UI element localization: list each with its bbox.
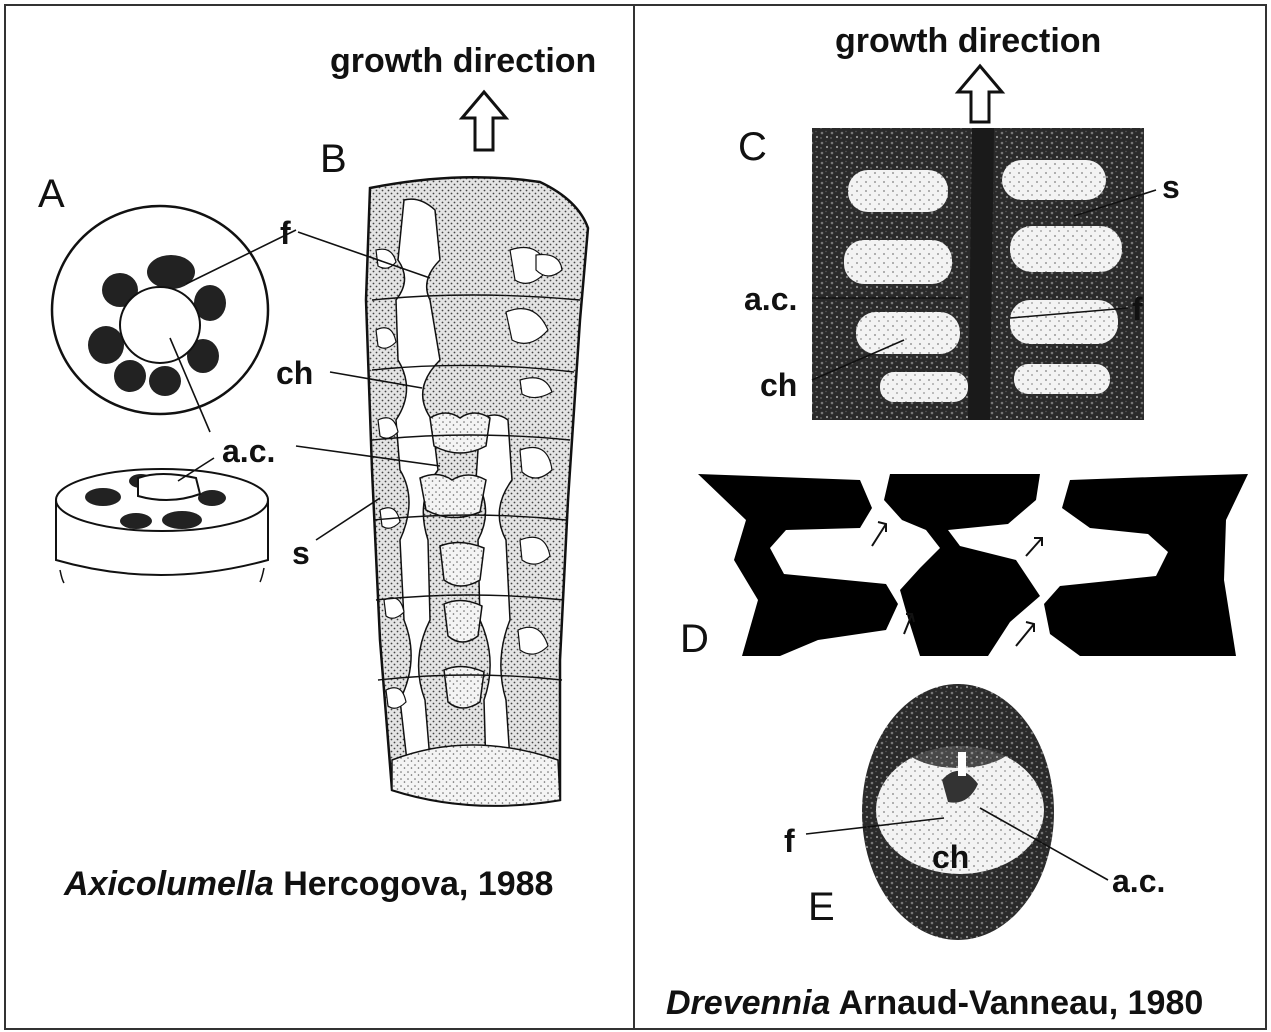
left-panel: growth direction A <box>38 42 596 903</box>
left-caption: Axicolumella Hercogova, 1988 <box>63 865 553 903</box>
foramen-arrow-icon <box>872 522 886 546</box>
panel-b-longitudinal-section <box>366 177 588 805</box>
left-growth-arrow-icon <box>462 92 506 150</box>
label-ac-e: a.c. <box>1112 863 1165 899</box>
label-ac-c: a.c. <box>744 281 797 317</box>
right-panel: growth direction C s a.c. f ch <box>666 22 1248 1022</box>
panel-a-top-view <box>52 206 268 414</box>
panel-e-transverse-section <box>862 684 1054 940</box>
right-caption: Drevennia Arnaud-Vanneau, 1980 <box>666 984 1203 1022</box>
foramen-arrow-icon <box>1016 622 1034 646</box>
foramen-arrow-icon <box>1026 538 1042 556</box>
label-ac-left: a.c. <box>222 433 275 469</box>
panel-letter-d: D <box>680 617 709 661</box>
left-growth-direction-label: growth direction <box>330 42 596 80</box>
label-f-c: f <box>1132 291 1143 327</box>
label-ch-e: ch <box>932 839 969 875</box>
panel-d-silhouette <box>698 474 1248 656</box>
panel-letter-a: A <box>38 172 65 216</box>
label-ch-c: ch <box>760 367 797 403</box>
label-f-left: f <box>280 215 291 251</box>
right-growth-arrow-icon <box>958 66 1002 122</box>
label-s-c: s <box>1162 169 1180 205</box>
right-caption-author: Arnaud-Vanneau, 1980 <box>830 984 1203 1022</box>
label-ch-left: ch <box>276 355 313 391</box>
left-caption-genus: Axicolumella <box>63 865 274 903</box>
panel-letter-b: B <box>320 137 347 181</box>
panel-c-photomicrograph <box>812 128 1144 420</box>
label-f-e: f <box>784 823 795 859</box>
label-s-left: s <box>292 535 310 571</box>
left-caption-author: Hercogova, 1988 <box>274 865 554 903</box>
panel-letter-c: C <box>738 125 767 169</box>
leader-s-left <box>316 498 380 540</box>
panel-letter-e: E <box>808 885 835 929</box>
right-caption-genus: Drevennia <box>666 984 830 1022</box>
right-growth-direction-label: growth direction <box>835 22 1101 60</box>
panel-a-oblique-view <box>56 469 268 583</box>
